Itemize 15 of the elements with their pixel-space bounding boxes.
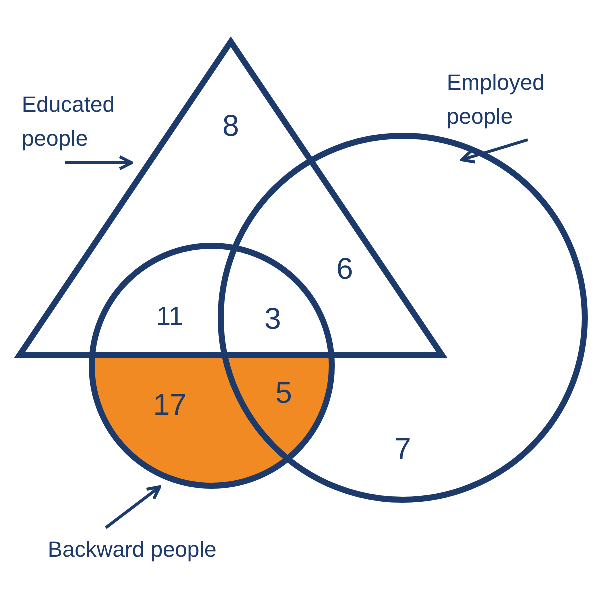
region-count: 17 — [153, 391, 187, 421]
leader-arrow — [105, 486, 162, 530]
region-count: 8 — [222, 112, 240, 142]
set-label: Employed people — [447, 66, 587, 134]
leader-arrow — [460, 138, 528, 164]
circle-shape — [89, 243, 335, 489]
set-label: Educated people — [22, 88, 152, 156]
region-count: 11 — [156, 301, 184, 331]
region-count: 5 — [276, 379, 292, 409]
region-count: 6 — [336, 255, 354, 285]
set-label: Backward people — [48, 533, 288, 567]
triangle-shape — [14, 36, 448, 358]
region-count: 3 — [264, 305, 282, 335]
leader-arrow — [65, 156, 134, 170]
region-count: 7 — [394, 435, 412, 465]
